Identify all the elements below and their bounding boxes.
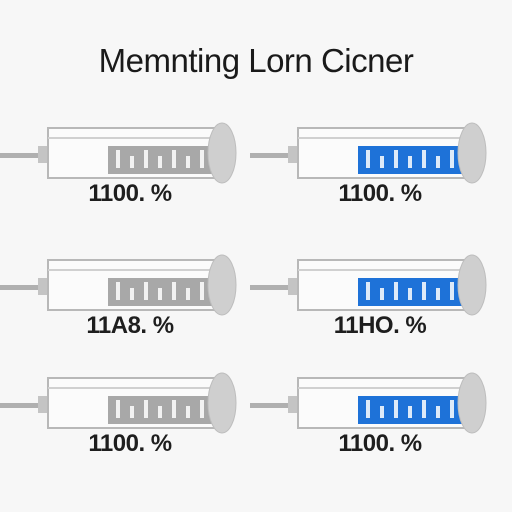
syringe-needle	[250, 403, 290, 408]
syringe-plunger	[207, 122, 237, 184]
syringe-plunger	[457, 254, 487, 316]
syringe-needle	[0, 153, 40, 158]
syringe-reading: 1100. %	[338, 180, 422, 207]
syringe-plunger	[457, 122, 487, 184]
syringe-reading: 11A8. %	[86, 312, 174, 339]
syringe-reading: 1100. %	[88, 180, 172, 207]
syringe-card: 1100. %	[250, 118, 506, 238]
syringe-plunger	[207, 254, 237, 316]
syringe-needle	[250, 285, 290, 290]
syringe-icon	[250, 372, 487, 434]
syringe-plunger	[207, 372, 237, 434]
syringe-icon	[250, 254, 487, 316]
syringe-reading: 1100. %	[338, 430, 422, 457]
syringe-needle	[0, 285, 40, 290]
syringe-icon	[0, 122, 237, 184]
syringe-reading: 11HO. %	[333, 312, 427, 339]
syringe-card: 1100. %	[0, 368, 256, 488]
syringe-card: 11A8. %	[0, 250, 256, 370]
syringe-needle	[0, 403, 40, 408]
syringe-icon	[0, 372, 237, 434]
syringe-card: 1100. %	[0, 118, 256, 238]
syringe-icon	[0, 254, 237, 316]
syringe-plunger	[457, 372, 487, 434]
syringe-reading: 1100. %	[88, 430, 172, 457]
syringe-card: 1100. %	[250, 368, 506, 488]
syringe-needle	[250, 153, 290, 158]
syringe-card: 11HO. %	[250, 250, 506, 370]
page-title: Memnting Lorn Cicner	[98, 42, 414, 79]
syringe-icon	[250, 122, 487, 184]
